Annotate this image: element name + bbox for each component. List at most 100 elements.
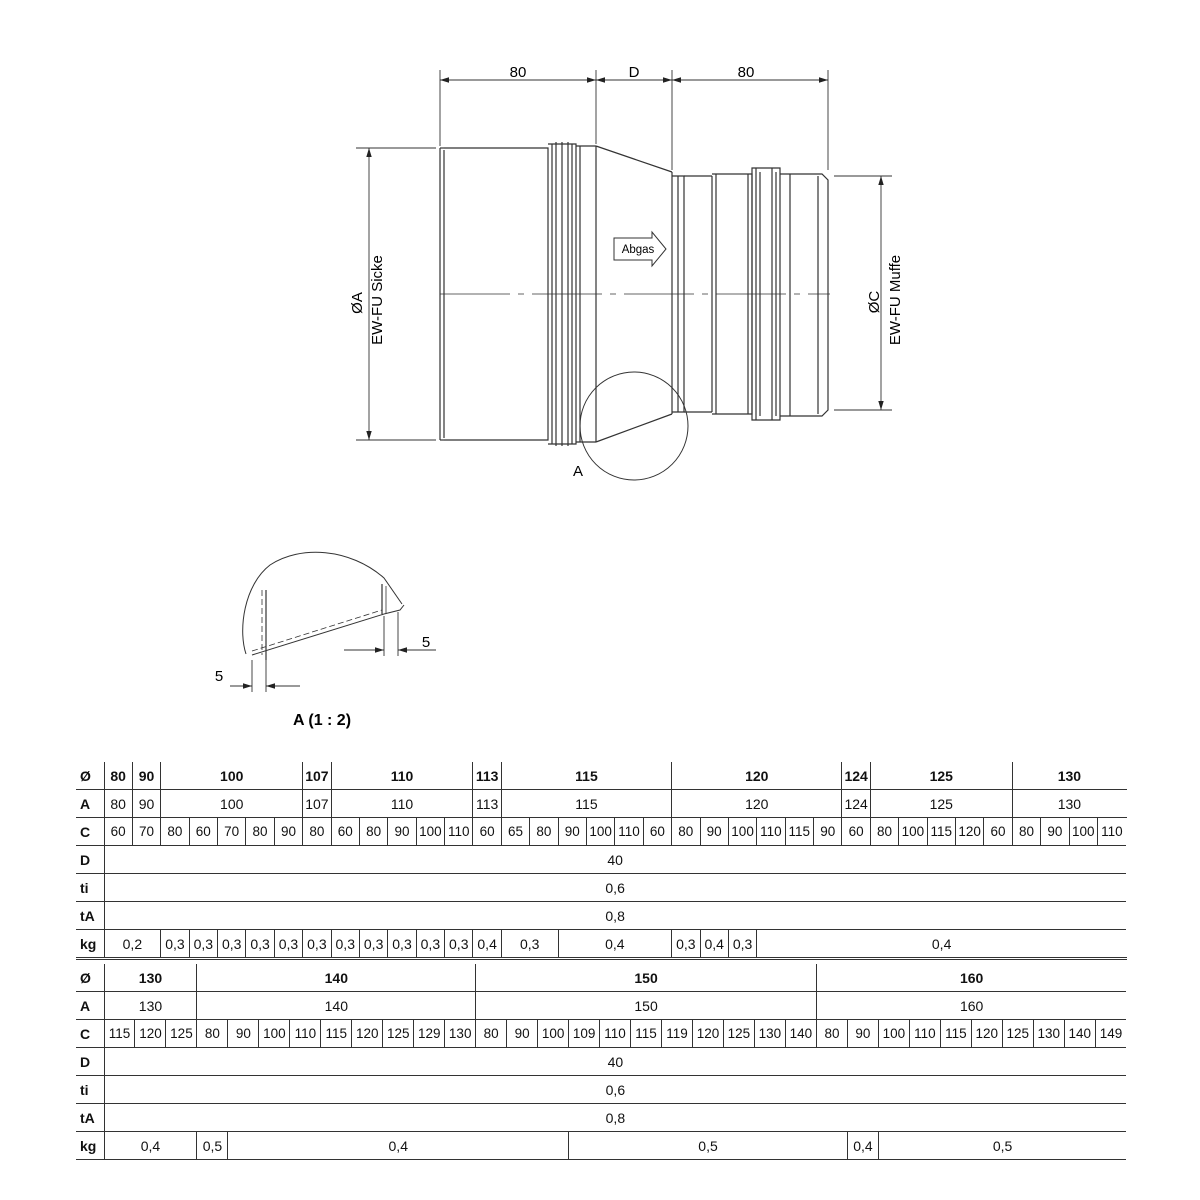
table-cell: 80 (103, 762, 133, 790)
table-cell: 140 (784, 1019, 817, 1048)
detail-title: A (1 : 2) (293, 712, 351, 729)
table-cell: 65 (500, 817, 530, 846)
table-cell: 0,5 (877, 1131, 1127, 1160)
table-cell: 60 (472, 817, 502, 846)
table-cell: 0,4 (472, 929, 502, 959)
table-cell: 130 (753, 1019, 786, 1048)
table-cell: 130 (444, 1019, 476, 1048)
table-cell: 160 (815, 991, 1127, 1020)
technical-drawing: 80 D 80 ØA EW-FU Sicke ØC EW-FU Muffe Ab… (215, 64, 904, 729)
table-cell: 110 (756, 817, 786, 846)
table-cell: 60 (841, 817, 871, 846)
table-cell: 80 (529, 817, 559, 846)
table-cell: 70 (131, 817, 161, 846)
table-cell: 90 (387, 817, 417, 846)
table-cell: 0,4 (699, 929, 729, 959)
table-cell: 80 (103, 789, 133, 818)
table-cell: 0,8 (103, 901, 1126, 930)
row-label: tA (76, 1103, 104, 1132)
table-cell: 120 (134, 1019, 166, 1048)
table-cell: 109 (568, 1019, 600, 1048)
row-label: ti (76, 1075, 104, 1104)
row-label: tA (76, 901, 104, 930)
table-cell: 0,3 (500, 929, 559, 959)
table-cell: 80 (160, 817, 190, 846)
table-cell: 100 (537, 1019, 569, 1048)
table-cell: 107 (302, 762, 332, 790)
table-cell: 130 (1011, 789, 1126, 818)
table-cell: 100 (727, 817, 757, 846)
table-cell: 100 (585, 817, 615, 846)
table-cell: 90 (131, 762, 161, 790)
table-cell: 0,3 (387, 929, 417, 959)
table-cell: 140 (196, 991, 476, 1020)
table-cell: 115 (630, 1019, 662, 1048)
table-cell: 120 (691, 1019, 724, 1048)
table-cell: 0,4 (227, 1131, 569, 1160)
table-cell: 80 (302, 817, 332, 846)
table-cell: 130 (1032, 1019, 1065, 1048)
table-cell: 60 (642, 817, 672, 846)
table-cell: 124 (841, 762, 871, 790)
table-cell: 115 (784, 817, 814, 846)
table-cell: 113 (472, 762, 502, 790)
table-cell: 60 (103, 817, 133, 846)
row-label: kg (76, 929, 104, 959)
table-cell: 100 (877, 1019, 910, 1048)
flow-label: Abgas (622, 244, 655, 256)
table-cell: 0,3 (160, 929, 190, 959)
table-cell: 80 (869, 817, 899, 846)
row-label: A (76, 991, 104, 1020)
table-cell: 90 (846, 1019, 879, 1048)
table-cell: 70 (216, 817, 246, 846)
table-cell: 124 (841, 789, 871, 818)
table-cell: 110 (1096, 817, 1126, 846)
table-cell: 115 (500, 762, 672, 790)
table-cell: 60 (330, 817, 360, 846)
table-cell: 150 (475, 964, 817, 992)
table-cell: 125 (722, 1019, 755, 1048)
table-cell: 120 (351, 1019, 383, 1048)
table-cell: 0,3 (358, 929, 388, 959)
table-cell: 40 (103, 845, 1126, 874)
table-cell: 110 (330, 762, 473, 790)
table-cell: 140 (196, 964, 476, 992)
label-left-part: EW-FU Sicke (369, 255, 386, 345)
table-cell: 115 (939, 1019, 972, 1048)
table-cell: 120 (970, 1019, 1003, 1048)
table-cell: 80 (1011, 817, 1041, 846)
table-cell: 130 (1011, 762, 1126, 790)
table-cell: 130 (103, 991, 197, 1020)
row-label: ti (76, 873, 104, 902)
dim-top-right: 80 (738, 64, 755, 81)
table-cell: 0,3 (302, 929, 332, 959)
table-cell: 90 (131, 789, 161, 818)
detail-dim-left: 5 (215, 668, 223, 685)
table-cell: 0,3 (273, 929, 303, 959)
table-cell: 110 (289, 1019, 321, 1048)
table-cell: 80 (475, 1019, 507, 1048)
table-cell: 125 (869, 762, 1013, 790)
table-cell: 119 (661, 1019, 693, 1048)
label-phi-c: ØC (866, 291, 883, 314)
table-cell: 0,6 (103, 873, 1126, 902)
row-label: Ø (76, 762, 104, 790)
table-cell: 90 (273, 817, 303, 846)
table-cell: 120 (954, 817, 984, 846)
table-cell: 130 (103, 964, 197, 992)
table-cell: 100 (1068, 817, 1098, 846)
table-cell: 115 (320, 1019, 352, 1048)
table-cell: 90 (1040, 817, 1070, 846)
table-cell: 100 (160, 789, 303, 818)
row-label: A (76, 789, 104, 818)
table-cell: 90 (557, 817, 587, 846)
table-cell: 100 (258, 1019, 290, 1048)
